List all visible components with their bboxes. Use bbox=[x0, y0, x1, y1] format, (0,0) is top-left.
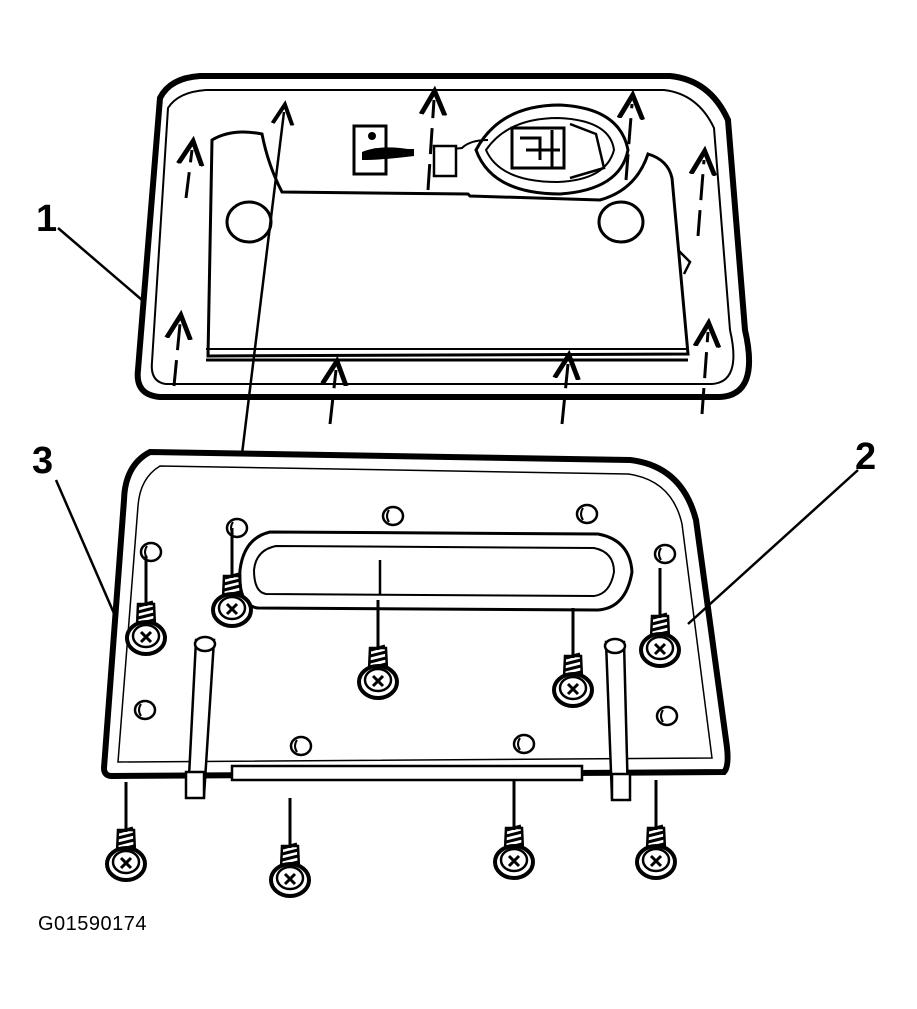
screw bbox=[105, 780, 147, 882]
gasket-base bbox=[100, 448, 731, 802]
leader-lines bbox=[54, 227, 859, 625]
wire-connector bbox=[352, 124, 414, 176]
screw bbox=[493, 778, 535, 880]
figure-id-label: G01590174 bbox=[38, 913, 148, 935]
screw bbox=[635, 778, 677, 880]
callout-3-gasket: 3 bbox=[32, 440, 54, 482]
callout-2-screw: 2 bbox=[855, 436, 877, 478]
alignment-line bbox=[240, 112, 284, 455]
callout-1-lamp-housing: 1 bbox=[36, 198, 58, 240]
removal-arrows bbox=[174, 100, 708, 425]
lens-panel bbox=[206, 130, 692, 362]
screw bbox=[269, 796, 311, 898]
bulb-socket bbox=[432, 103, 630, 196]
